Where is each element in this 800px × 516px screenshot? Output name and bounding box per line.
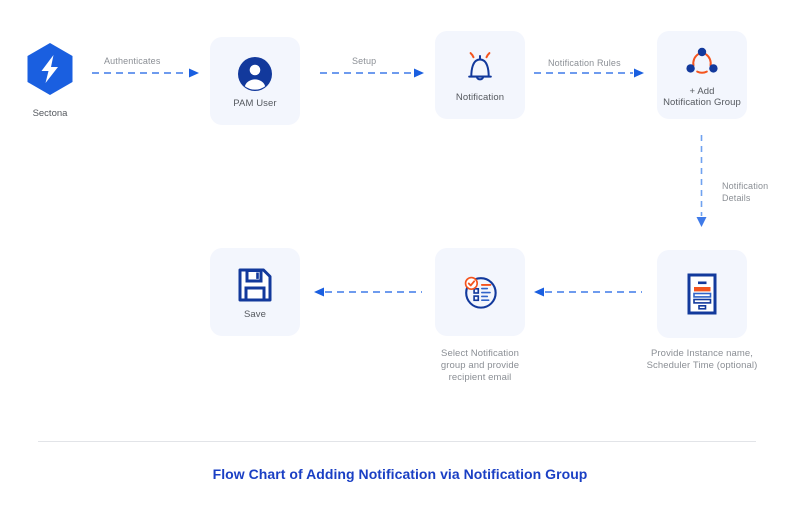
sectona-logo-label: Sectona [32, 108, 68, 119]
bell-ringing-icon [460, 48, 500, 88]
node-save-label: Save [243, 308, 267, 320]
sectona-logo: Sectona [22, 42, 78, 119]
checklist-circle-icon [460, 272, 500, 312]
connector-sectona-to-pam-user [92, 68, 199, 78]
edge-label-setup: Setup [352, 56, 377, 66]
connector-notification-to-add-group [534, 68, 644, 78]
floppy-disk-save-icon [235, 265, 275, 305]
node-add-group-line2: Notification Group [663, 97, 741, 108]
user-avatar-icon [235, 54, 275, 94]
edge-label-authenticates: Authenticates [104, 56, 161, 66]
node-notification[interactable]: Notification [435, 31, 525, 119]
connector-add-group-to-provide-instance [696, 135, 707, 227]
sectona-hexagon-logo-icon [25, 42, 75, 101]
node-add-group-line1: + Add [689, 86, 715, 97]
connector-provide-instance-to-select-group [534, 287, 642, 297]
node-pam-user[interactable]: PAM User [210, 37, 300, 125]
footer-divider [38, 441, 756, 442]
node-provide-instance-caption: Provide Instance name,Scheduler Time (op… [646, 348, 758, 371]
node-provide-instance[interactable] [657, 250, 747, 338]
connector-pam-user-to-notification [320, 68, 424, 78]
node-add-notification-group-label: + Add Notification Group [663, 86, 741, 108]
connector-select-group-to-save [314, 287, 422, 297]
node-add-notification-group[interactable]: + Add Notification Group [657, 31, 747, 119]
node-save[interactable]: Save [210, 248, 300, 336]
edge-label-notification-rules: Notification Rules [548, 58, 621, 68]
node-notification-label: Notification [455, 91, 505, 103]
form-document-icon [682, 273, 722, 315]
group-network-icon [682, 42, 722, 82]
node-select-group[interactable] [435, 248, 525, 336]
node-pam-user-label: PAM User [233, 97, 277, 109]
page-title: Flow Chart of Adding Notification via No… [212, 466, 588, 482]
